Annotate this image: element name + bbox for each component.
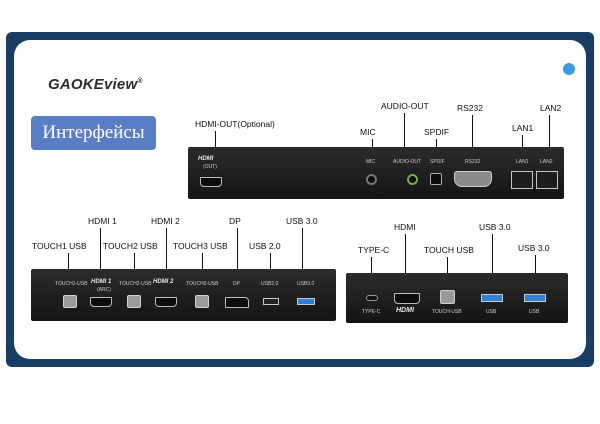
pointer-touch-usb bbox=[447, 257, 449, 275]
label-lan1: LAN1 bbox=[512, 123, 534, 133]
label-dp: DP bbox=[229, 216, 241, 226]
typec-port bbox=[366, 295, 378, 301]
pointer-hdmi-out bbox=[215, 131, 217, 158]
label-touch3-usb: TOUCH3 USB bbox=[173, 241, 228, 251]
registered-mark: ® bbox=[137, 78, 143, 85]
label-usb30-2: USB 3.0 bbox=[518, 243, 550, 253]
rs232-port bbox=[454, 171, 492, 187]
pointer-usb30-2 bbox=[535, 255, 537, 275]
usb30-port-2 bbox=[524, 294, 546, 302]
hdmi-logo: HDMI bbox=[198, 156, 214, 162]
label-hdmi: HDMI bbox=[394, 222, 416, 232]
spdif-port-label: SPDIF bbox=[430, 159, 445, 165]
touch-usb-port-label: TOUCH-USB bbox=[432, 309, 462, 315]
touch2-usb-port bbox=[127, 295, 141, 308]
touch1-usb-port bbox=[63, 295, 77, 308]
rs232-port-label: RS232 bbox=[465, 159, 481, 165]
usb30-port-label: USB3.0 bbox=[297, 281, 315, 287]
bottom-left-io-panel: TOUCH1-USB HDMI 1 (ARC) TOUCH2-USB HDMI … bbox=[31, 269, 336, 321]
hdmi1-arc-label: (ARC) bbox=[97, 287, 111, 293]
pointer-typec bbox=[371, 257, 373, 275]
usb20-port-label: USB2.0 bbox=[261, 281, 279, 287]
top-band bbox=[0, 0, 600, 32]
label-usb20: USB 2.0 bbox=[249, 241, 281, 251]
audio-out-port-label: AUDIO-OUT bbox=[393, 159, 422, 165]
spdif-port bbox=[430, 173, 442, 185]
pointer-touch3 bbox=[202, 253, 204, 271]
hdmi2-port-label: HDMI 2 bbox=[153, 279, 174, 285]
touch3-usb-port-label: TOUCH3-USB bbox=[186, 281, 219, 287]
label-usb30-1: USB 3.0 bbox=[479, 222, 511, 232]
usb-port-2-label: USB bbox=[529, 309, 540, 315]
pointer-lan1 bbox=[522, 135, 524, 158]
pointer-hdmi1 bbox=[100, 228, 102, 271]
label-lan2: LAN2 bbox=[540, 103, 562, 113]
hdmi-out-port-label: (OUT) bbox=[203, 164, 217, 170]
label-audio-out: AUDIO-OUT bbox=[381, 101, 429, 111]
hdmi1-port-label: HDMI 1 bbox=[91, 279, 112, 285]
hdmi-out-port bbox=[200, 177, 222, 187]
hdmi-port bbox=[394, 293, 420, 304]
pointer-rs232 bbox=[472, 115, 474, 158]
label-touch2-usb: TOUCH2 USB bbox=[103, 241, 158, 251]
label-spdif: SPDIF bbox=[424, 127, 450, 137]
hdmi2-port bbox=[155, 297, 177, 307]
label-hdmi1: HDMI 1 bbox=[88, 216, 117, 226]
pointer-hdmi2 bbox=[166, 228, 168, 271]
lan2-port-label: LAN2 bbox=[540, 159, 553, 165]
usb30-port-1 bbox=[481, 294, 503, 302]
pointer-touch1 bbox=[68, 253, 70, 271]
hdmi1-port bbox=[90, 297, 112, 307]
lan2-port bbox=[536, 171, 558, 189]
label-usb30: USB 3.0 bbox=[286, 216, 318, 226]
touch1-usb-port-label: TOUCH1-USB bbox=[55, 281, 88, 287]
top-io-panel: HDMI (OUT) MIC AUDIO-OUT SPDIF RS232 LAN… bbox=[188, 147, 564, 199]
pointer-usb30 bbox=[302, 228, 304, 271]
label-hdmi-out: HDMI-OUT(Optional) bbox=[195, 119, 275, 129]
pointer-lan2 bbox=[549, 115, 551, 158]
touch-usb-port bbox=[440, 290, 455, 304]
pointer-dp bbox=[237, 228, 239, 271]
pointer-touch2 bbox=[134, 253, 136, 271]
label-mic: MIC bbox=[360, 127, 376, 137]
page-title: Интерфейсы bbox=[31, 116, 156, 150]
pointer-usb20 bbox=[270, 253, 272, 271]
usb-port-1-label: USB bbox=[486, 309, 497, 315]
page-title-text: Интерфейсы bbox=[42, 122, 145, 143]
touch2-usb-port-label: TOUCH2-USB bbox=[119, 281, 152, 287]
dp-port bbox=[225, 297, 249, 308]
lan1-port-label: LAN1 bbox=[516, 159, 529, 165]
brand-logo: GAOKEview® bbox=[48, 76, 143, 93]
pointer-hdmi bbox=[405, 234, 407, 275]
lan1-port bbox=[511, 171, 533, 189]
pointer-audio-out bbox=[404, 113, 406, 158]
label-hdmi2: HDMI 2 bbox=[151, 216, 180, 226]
bottom-right-io-panel: TYPE-C HDMI TOUCH-USB USB USB bbox=[346, 273, 568, 323]
audio-out-jack bbox=[407, 174, 418, 185]
mic-jack bbox=[366, 174, 377, 185]
usb20-port bbox=[263, 298, 279, 305]
hdmi-port-label: HDMI bbox=[396, 307, 414, 314]
label-touch-usb: TOUCH USB bbox=[424, 245, 474, 255]
label-typec: TYPE-C bbox=[358, 245, 390, 255]
label-touch1-usb: TOUCH1 USB bbox=[32, 241, 87, 251]
label-rs232: RS232 bbox=[457, 103, 483, 113]
pointer-usb30-1 bbox=[492, 234, 494, 275]
typec-port-label: TYPE-C bbox=[362, 309, 381, 315]
usb30-port bbox=[297, 298, 315, 305]
mic-port-label: MIC bbox=[366, 159, 376, 165]
brand-logo-text: GAOKEview bbox=[48, 76, 138, 93]
touch3-usb-port bbox=[195, 295, 209, 308]
corner-dot-icon bbox=[563, 63, 575, 75]
dp-port-label: DP bbox=[233, 281, 240, 287]
